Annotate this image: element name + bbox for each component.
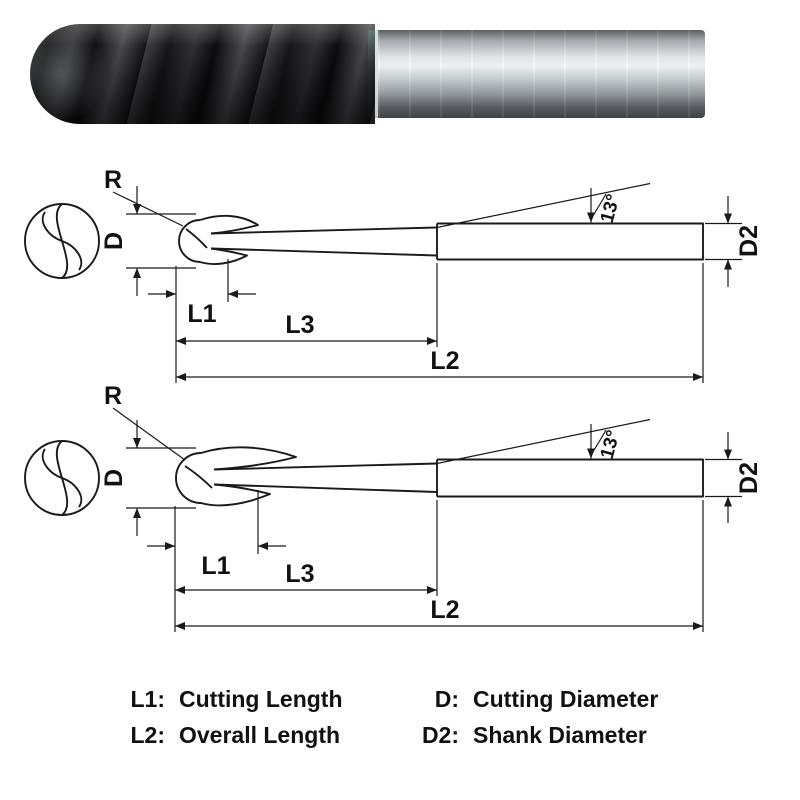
legend: L1: Cutting Length D: Cutting Diameter L… [0,686,800,749]
dimension-cutting-diameter: D [100,420,196,536]
photo-shank-section [378,30,705,118]
dimension-cutting-length: L1 [147,490,286,632]
dimension-cutting-diameter: D [100,186,196,296]
legend-key-d: D: [434,686,459,712]
shank-diameter-label: D2 [735,462,763,494]
radius-label: R [104,382,122,410]
cutting-length-label: L1 [187,300,216,328]
dimension-radius: R [104,382,186,461]
dimension-taper-angle: 13° [436,182,651,229]
radius-label: R [104,166,122,194]
neck-length-label: L3 [285,560,314,588]
dimension-shank-diameter: D2 [705,196,763,287]
end-view [24,440,100,516]
end-mill-photo [30,18,705,130]
technical-drawing-2: R D 13° D2 L1 L3 L2 [24,382,763,632]
dimension-shank-diameter: D2 [705,432,763,523]
dimension-neck-length: L3 [175,500,438,596]
overall-length-label: L2 [430,596,459,624]
dimension-overall-length: L2 [176,263,704,383]
dimension-cutting-length: L1 [148,259,256,383]
overall-length-label: L2 [430,347,459,375]
cutting-diameter-label: D [100,232,128,250]
taper-angle-label: 13° [597,428,625,461]
photo-flute-section [30,24,375,124]
shank-diameter-label: D2 [735,225,763,257]
side-profile [175,446,704,507]
legend-value-shank-diameter: Shank Diameter [473,722,647,748]
legend-value-cutting-length: Cutting Length [179,686,343,712]
end-view [24,203,100,279]
legend-key-l2: L2: [130,722,166,748]
cutting-diameter-label: D [100,469,128,487]
dimension-radius: R [104,166,184,227]
neck-length-label: L3 [285,311,314,339]
taper-angle-label: 13° [597,192,625,225]
dimension-taper-angle: 13° [436,418,651,465]
legend-value-cutting-diameter: Cutting Diameter [473,686,659,712]
legend-key-d2: D2: [421,722,459,748]
cutting-length-label: L1 [201,552,230,580]
legend-key-l1: L1: [130,686,166,712]
side-profile [178,214,704,265]
dimension-neck-length: L3 [176,263,438,347]
dimension-overall-length: L2 [175,500,704,632]
technical-drawing-1: R D 13° D2 L1 L3 L2 [24,166,763,383]
legend-value-overall-length: Overall Length [179,722,341,748]
